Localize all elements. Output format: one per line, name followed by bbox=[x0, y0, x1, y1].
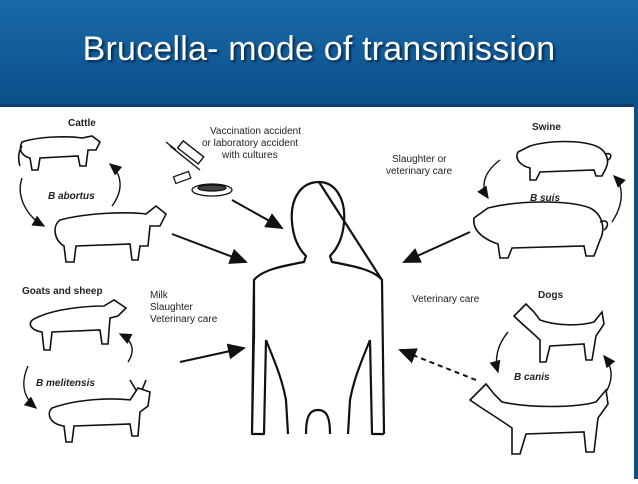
cattle-cycle-arrow-down bbox=[19, 177, 46, 227]
goat-route-line2: Slaughter bbox=[150, 302, 193, 313]
goat-to-human-arrow bbox=[179, 343, 246, 363]
goat-cycle-arrow-down bbox=[23, 365, 38, 409]
cattle-cycle-arrow-up bbox=[108, 163, 123, 207]
human-figure bbox=[250, 180, 386, 436]
swine-route-line1: Slaughter or bbox=[392, 154, 447, 165]
b-canis-label: B canis bbox=[514, 372, 550, 383]
cattle-label: Cattle bbox=[68, 118, 96, 129]
dog-cycle-arrow-up bbox=[603, 354, 616, 393]
cow-upper bbox=[17, 135, 102, 171]
cattle-to-human-arrow bbox=[171, 233, 248, 264]
dog-to-human-arrow bbox=[398, 348, 477, 381]
slide-title: Brucella- mode of transmission bbox=[82, 30, 556, 68]
dog-lower bbox=[468, 382, 609, 455]
petri-dish-icon bbox=[191, 183, 233, 197]
dog-route-line1: Veterinary care bbox=[412, 294, 480, 305]
b-melitensis-label: B melitensis bbox=[36, 378, 95, 389]
goat-cycle-arrow-up bbox=[118, 333, 133, 363]
cow-lower bbox=[54, 204, 168, 263]
dog-upper bbox=[512, 302, 605, 363]
syringe-icon bbox=[165, 139, 205, 171]
sheep-figure bbox=[29, 299, 128, 351]
dogs-label: Dogs bbox=[538, 290, 563, 301]
slide-body: Cattle B abortus Vaccination accident or… bbox=[0, 104, 638, 479]
dog-cycle-arrow-down bbox=[489, 331, 509, 374]
goat-route-line3: Veterinary care bbox=[150, 314, 218, 325]
swine-cycle-arrow-up bbox=[611, 175, 626, 223]
lab-to-human-arrow bbox=[231, 199, 284, 229]
lab-route-line1: Vaccination accident bbox=[210, 126, 301, 137]
transmission-diagram: Cattle B abortus Vaccination accident or… bbox=[17, 118, 626, 455]
goat-figure bbox=[48, 379, 151, 443]
b-abortus-label: B abortus bbox=[48, 191, 95, 202]
lab-route-line2: or laboratory accident bbox=[202, 138, 298, 149]
title-bar: Brucella- mode of transmission bbox=[0, 0, 638, 107]
slide-border bbox=[634, 104, 638, 479]
swine-route-line2: veterinary care bbox=[386, 166, 453, 177]
culture-vial-icon bbox=[172, 170, 192, 185]
goat-route-line1: Milk bbox=[150, 290, 169, 301]
swine-label: Swine bbox=[532, 122, 561, 133]
swine-to-human-arrow bbox=[402, 231, 471, 263]
pig-lower bbox=[473, 201, 609, 259]
lab-route-line3: with cultures bbox=[221, 150, 278, 161]
goats-sheep-label: Goats and sheep bbox=[22, 286, 103, 297]
swine-cycle-arrow-down bbox=[477, 159, 501, 200]
b-suis-label: B suis bbox=[530, 193, 560, 204]
pig-upper bbox=[516, 140, 612, 181]
